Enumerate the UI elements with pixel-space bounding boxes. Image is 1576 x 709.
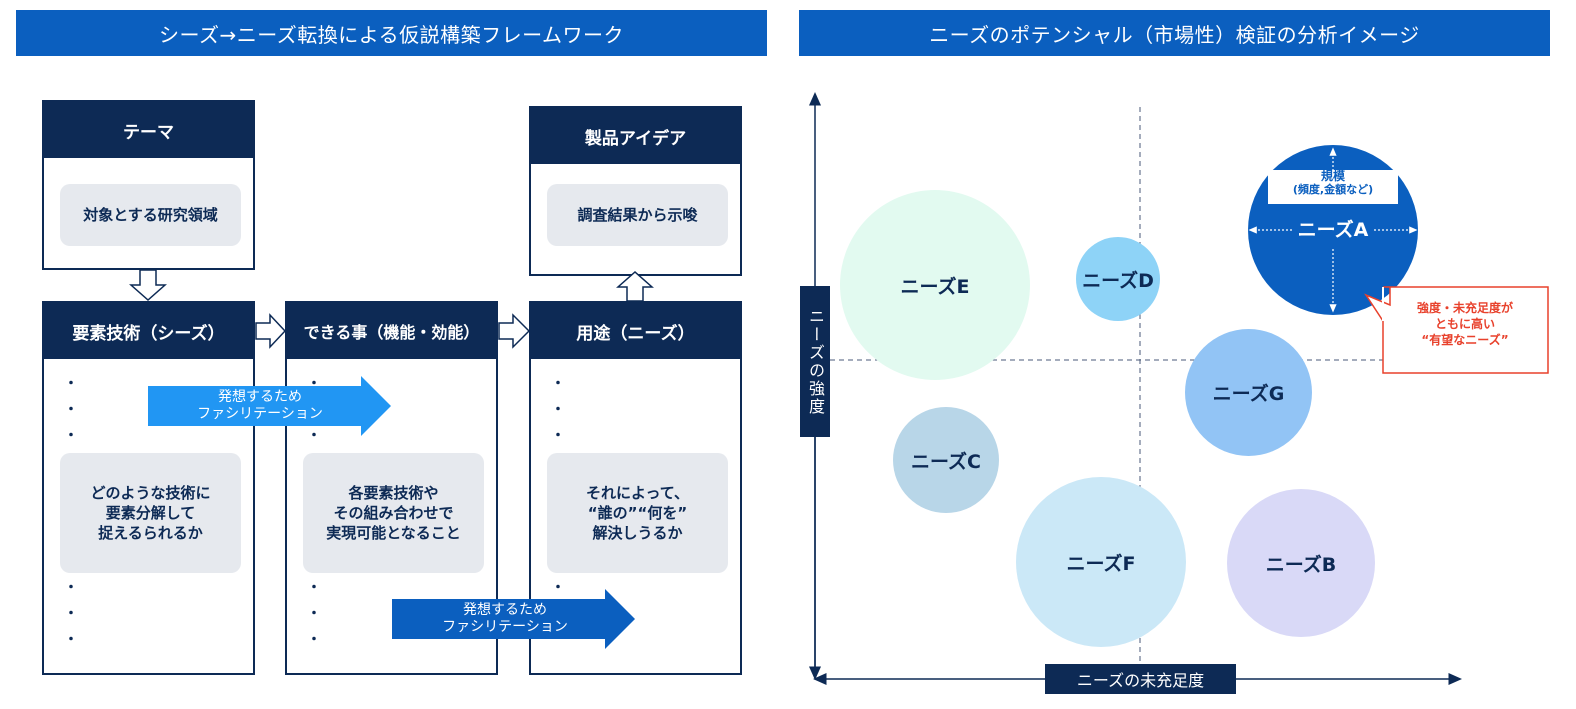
capability-line-3: 実現可能となること [326,524,461,543]
theme-header: テーマ [44,102,253,158]
seeds-header: 要素技術（シーズ） [44,303,253,359]
capability-header: できる事（機能・効能） [287,303,496,359]
bubble-need-b: ニーズB [1227,489,1375,637]
callout-line-2: ともに高い [1434,317,1495,332]
scale-sublabel: (頻度,金額など) [1292,182,1374,196]
bullet: ・ [307,580,321,596]
capability-content: 各要素技術や その組み合わせで 実現可能となること [303,453,484,573]
bullet: ・ [307,632,321,648]
facilitation-arrow-icon [392,589,635,649]
facilitation-label-1-line-1: 発想するため [218,389,302,406]
seeds-content: どのような技術に 要素分解して 捉えるられるか [60,453,241,573]
usage-content: それによって、 “誰の”“何を” 解決しうるか [547,453,728,573]
capability-line-2: その組み合わせで [333,503,454,522]
bubble-need-c: ニーズC [893,407,999,513]
bullet: ・ [307,606,321,622]
bubble-need-a-label: ニーズA [1297,218,1369,241]
theme-box: テーマ 対象とする研究領域 [42,100,255,270]
bullet: ・ [64,402,78,418]
right-arrow-icon [255,313,287,349]
scale-label-box: 規模 (頻度,金額など) [1268,169,1398,204]
callout-shape [1364,286,1549,374]
facilitation-label-2-line-1: 発想するため [463,602,547,619]
bullet: ・ [64,606,78,622]
seeds-line-3: 捉えるられるか [98,524,203,543]
idea-content: 調査結果から示唆 [547,184,728,246]
usage-header: 用途（ニーズ） [531,303,740,359]
facilitation-arrow-icon [148,376,391,436]
bullet: ・ [551,428,565,444]
theme-content: 対象とする研究領域 [60,184,241,246]
seeds-box: 要素技術（シーズ） ・ ・ ・ どのような技術に 要素分解して 捉えるられるか … [42,301,255,675]
bullet: ・ [551,580,565,596]
bubble-need-d: ニーズD [1076,237,1160,321]
facilitation-label-2: 発想するため ファシリテーション [395,599,615,639]
callout-line-3: “有望なニーズ” [1421,333,1509,348]
bullet: ・ [64,428,78,444]
right-arrow-icon [498,313,531,349]
capability-line-1: 各要素技術や [348,483,439,502]
bullet: ・ [64,632,78,648]
callout-text: 強度・未充足度が ともに高い “有望なニーズ” [1385,300,1545,349]
bullet: ・ [307,428,321,444]
y-axis-label: ニーズの強度 [800,286,830,437]
idea-box: 製品アイデア 調査結果から示唆 [529,106,742,276]
seeds-line-2: 要素分解して [105,503,196,522]
idea-header: 製品アイデア [531,108,740,164]
bullet: ・ [64,376,78,392]
left-panel-title: シーズ→ニーズ転換による仮説構築フレームワーク [16,10,767,56]
scale-label: 規模 [1320,169,1345,183]
seeds-line-1: どのような技術に [90,483,211,502]
facilitation-label-2-line-2: ファシリテーション [442,619,568,635]
usage-line-3: 解決しうるか [592,524,683,543]
right-panel-title: ニーズのポテンシャル（市場性）検証の分析イメージ [799,10,1550,56]
bullet: ・ [551,376,565,392]
bubble-need-f: ニーズF [1016,477,1186,647]
facilitation-label-1-line-2: ファシリテーション [197,406,323,422]
up-arrow-icon [616,270,654,302]
bullet: ・ [64,580,78,596]
bubble-need-g: ニーズG [1185,329,1312,456]
callout-line-1: 強度・未充足度が [1416,301,1513,315]
facilitation-label-1: 発想するため ファシリテーション [150,386,370,426]
bubble-need-e: ニーズE [840,190,1030,380]
usage-line-2: “誰の”“何を” [587,503,688,522]
bullet: ・ [551,402,565,418]
down-arrow-icon [129,269,167,302]
usage-line-1: それによって、 [585,483,690,502]
x-axis-label: ニーズの未充足度 [1045,664,1236,694]
